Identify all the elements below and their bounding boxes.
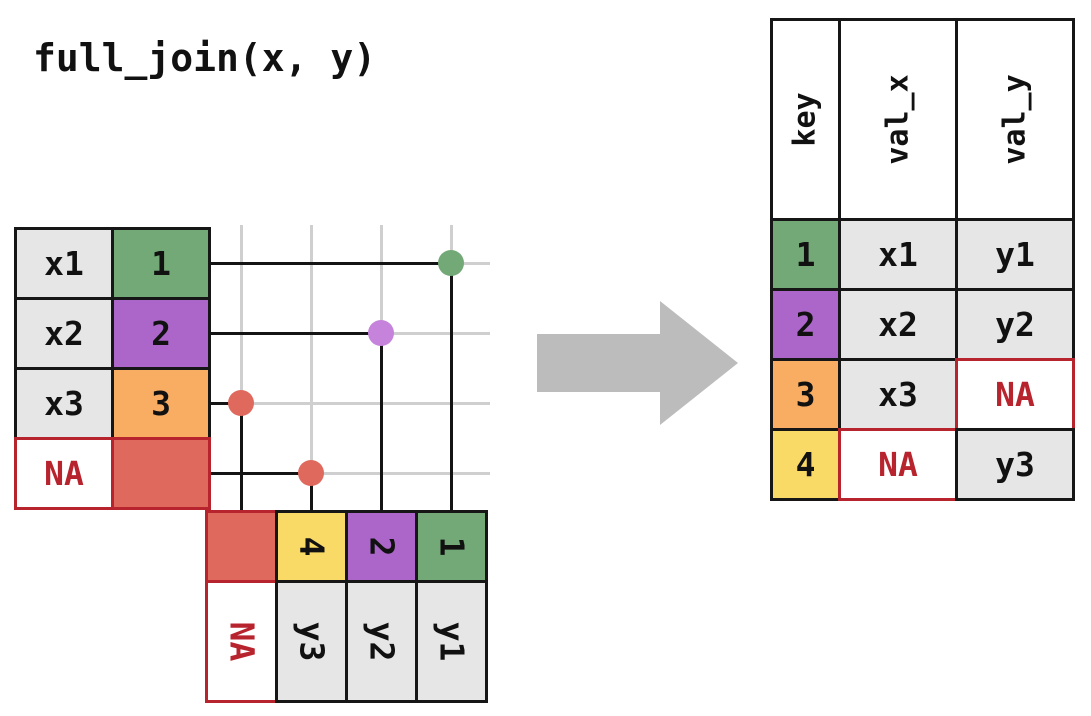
join-line-x3 [211, 402, 241, 405]
grid-hline-row4 [211, 472, 490, 475]
join-line-x1 [211, 262, 451, 265]
result-key-cell: 2 [770, 288, 841, 361]
join-line-y2 [380, 333, 383, 510]
join-line-y1 [450, 263, 453, 510]
result-key-cell: 4 [770, 428, 841, 501]
result-key-cell: 3 [770, 358, 841, 431]
match-dot-key1 [438, 250, 464, 276]
y-na-key-cell [205, 510, 278, 583]
arrow-head-icon [660, 301, 738, 425]
x-na-val-cell: NA [14, 437, 114, 510]
result-val-y-cell: y1 [955, 218, 1075, 291]
title: full_join(x, y) [33, 36, 377, 80]
join-line-x2 [211, 332, 381, 335]
result-val-y-cell: y2 [955, 288, 1075, 361]
x-val-cell: x2 [14, 297, 114, 370]
result-val-x-cell: x3 [838, 358, 958, 431]
y-val-cell: y2 [345, 580, 418, 703]
result-key-cell: 1 [770, 218, 841, 291]
result-na-cell: NA [955, 358, 1075, 431]
result-val-x-cell: x1 [838, 218, 958, 291]
y-na-val-cell: NA [205, 580, 278, 703]
result-val-y-cell: y3 [955, 428, 1075, 501]
x-val-cell: x3 [14, 367, 114, 440]
result-header-val-x: val_x [838, 18, 958, 221]
y-key-cell: 2 [345, 510, 418, 583]
x-key-cell: 1 [111, 227, 211, 300]
result-header-key: key [770, 18, 841, 221]
result-header-val-y: val_y [955, 18, 1075, 221]
join-line-y-na [240, 403, 243, 510]
unmatched-dot-key4 [298, 460, 324, 486]
unmatched-dot-key3 [228, 390, 254, 416]
x-val-cell: x1 [14, 227, 114, 300]
x-na-key-cell [111, 437, 211, 510]
y-val-cell: y1 [415, 580, 488, 703]
arrow-shaft [537, 334, 662, 392]
result-val-x-cell: x2 [838, 288, 958, 361]
y-key-cell: 4 [275, 510, 348, 583]
result-na-cell: NA [838, 428, 958, 501]
grid-vline-col2 [310, 225, 313, 510]
join-line-x-na [211, 472, 311, 475]
grid-vline-col1 [240, 225, 243, 510]
y-val-cell: y3 [275, 580, 348, 703]
grid-hline-row3 [211, 402, 490, 405]
join-line-y4 [310, 473, 313, 510]
match-dot-key2 [368, 320, 394, 346]
x-key-cell: 2 [111, 297, 211, 370]
x-key-cell: 3 [111, 367, 211, 440]
y-key-cell: 1 [415, 510, 488, 583]
